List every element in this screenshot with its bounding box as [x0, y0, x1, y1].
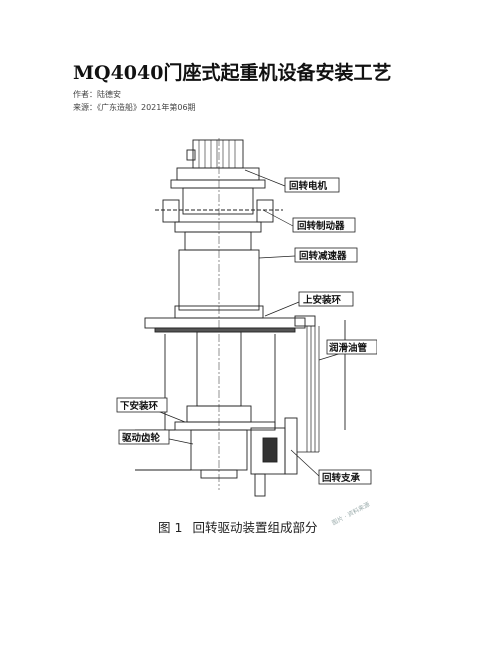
author-label: 作者：: [73, 90, 97, 99]
author-name: 陆德安: [97, 90, 121, 99]
article-title: MQ4040门座式起重机设备安装工艺: [73, 62, 392, 84]
source-label: 来源：: [73, 103, 97, 112]
figure-caption: 图 1 回转驱动装置组成部分: [158, 517, 317, 536]
caption-text: 回转驱动装置组成部分: [192, 520, 318, 535]
label-upper-ring: 上安装环: [303, 294, 342, 306]
slewing-drive-diagram: 回转电机 回转制动器 回转减速器 上安装环 润滑油管 下安装环 驱动齿轮 回转支…: [116, 138, 377, 497]
source-line: 来源：《广东造船》2021年第06期: [73, 102, 196, 113]
caption-number: 图 1: [158, 520, 183, 535]
label-motor: 回转电机: [289, 180, 328, 192]
watermark: 图片 · 资料来源: [330, 501, 372, 527]
motor-housing: [192, 139, 244, 169]
author-line: 作者：陆德安: [73, 89, 121, 100]
label-drive-gear: 驱动齿轮: [122, 432, 161, 444]
label-brake: 回转制动器: [297, 220, 345, 232]
label-bearing: 回转支承: [322, 472, 361, 484]
label-oil-pipe: 润滑油管: [329, 342, 368, 354]
label-reducer: 回转减速器: [299, 250, 347, 262]
source-name: 《广东造船》2021年第06期: [97, 103, 196, 112]
label-lower-ring: 下安装环: [120, 400, 159, 412]
